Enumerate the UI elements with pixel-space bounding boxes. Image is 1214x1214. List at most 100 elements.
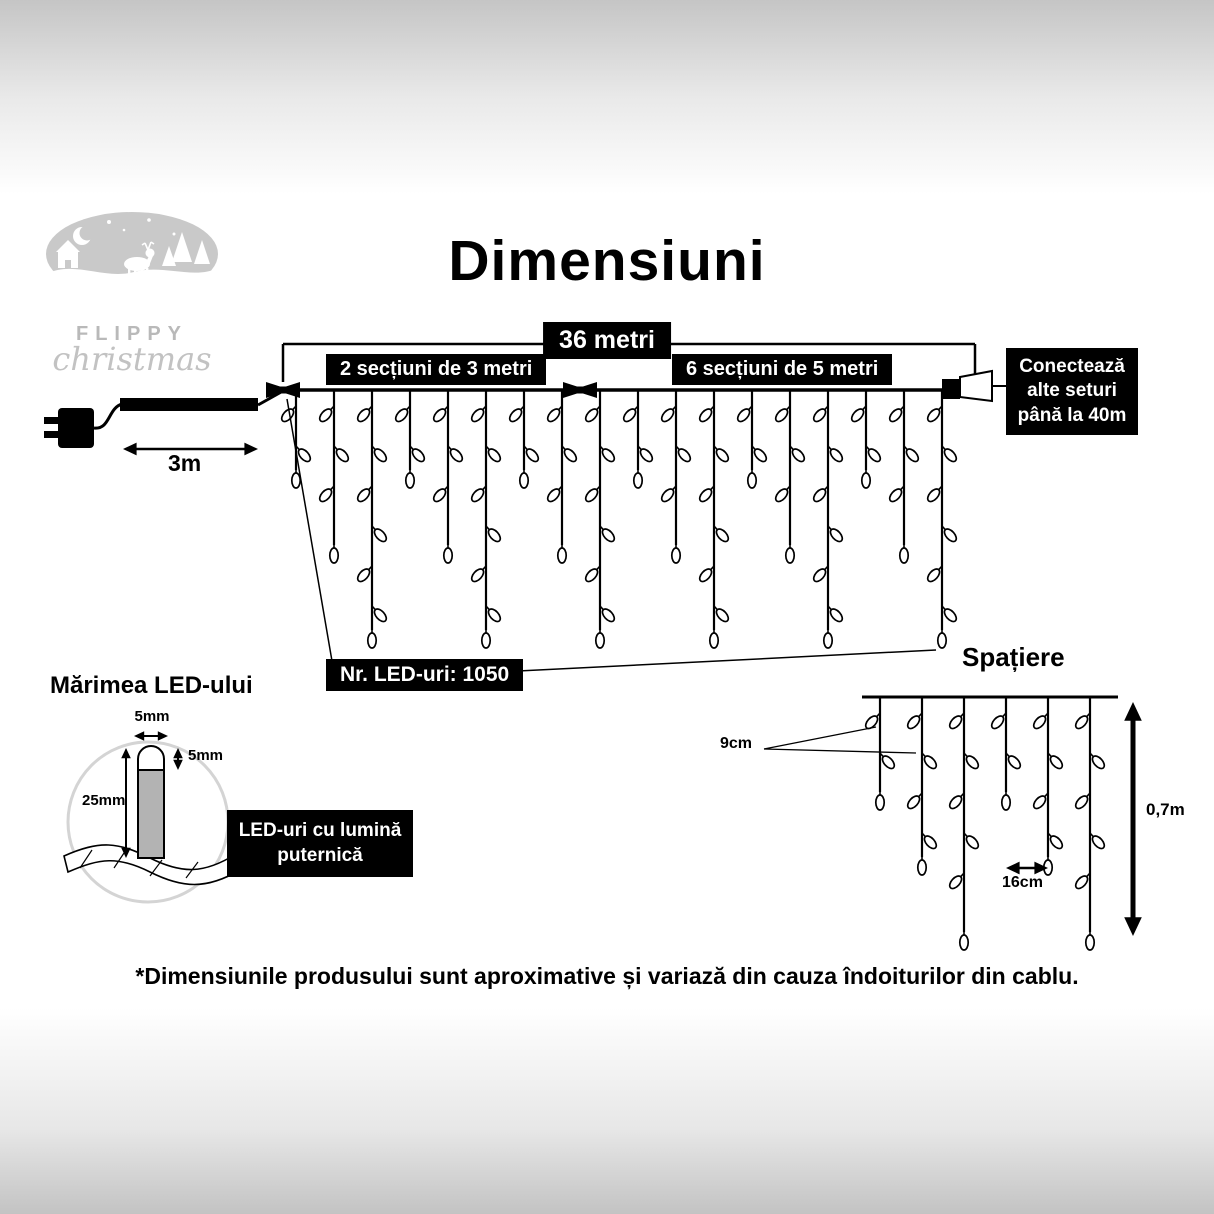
led-bulb bbox=[789, 445, 806, 463]
led-bulb bbox=[865, 445, 882, 463]
house-door bbox=[65, 260, 71, 268]
diagram-shape bbox=[508, 408, 523, 423]
page-title: Dimensiuni bbox=[448, 229, 766, 293]
led-bulb bbox=[518, 468, 530, 489]
diagram-shape bbox=[874, 794, 886, 811]
diagram-shape bbox=[556, 547, 568, 564]
diagram-shape bbox=[173, 759, 183, 770]
diagram-shape bbox=[1074, 875, 1089, 890]
diagram-shape bbox=[906, 715, 921, 730]
led-bulb bbox=[1032, 712, 1049, 730]
led-bulb bbox=[926, 485, 943, 503]
led-bulb bbox=[637, 445, 654, 463]
diagram-shape bbox=[280, 408, 295, 423]
led-bulb bbox=[290, 468, 302, 489]
led-bulb bbox=[470, 405, 487, 423]
led-bulb bbox=[958, 930, 970, 951]
led-bulb bbox=[432, 405, 449, 423]
section-right-label: 6 secțiuni de 5 metri bbox=[672, 354, 893, 385]
spacing-heading: Spațiere bbox=[962, 642, 1065, 672]
led-bulb bbox=[485, 605, 502, 623]
star-icon bbox=[147, 218, 151, 222]
led-bulb bbox=[409, 445, 426, 463]
diagram-shape bbox=[594, 632, 606, 649]
led-bulb bbox=[660, 405, 677, 423]
drop-gap-label: 16cm bbox=[1002, 874, 1043, 891]
diagram-shape bbox=[1084, 934, 1096, 951]
led-bulb bbox=[356, 485, 373, 503]
diagram-shape bbox=[470, 488, 485, 503]
led-bulb bbox=[827, 445, 844, 463]
house-roof bbox=[56, 240, 80, 252]
led-bulb bbox=[774, 485, 791, 503]
led-bulb bbox=[584, 405, 601, 423]
led-bulb bbox=[594, 628, 606, 649]
diagram-shape bbox=[829, 448, 844, 463]
led-bulb bbox=[941, 445, 958, 463]
led-bulb bbox=[447, 445, 464, 463]
diagram-shape bbox=[898, 547, 910, 564]
led-bulb bbox=[523, 445, 540, 463]
led-bulb bbox=[812, 405, 829, 423]
deer-neck bbox=[145, 254, 153, 266]
led-bulb bbox=[356, 405, 373, 423]
diagram-shape bbox=[373, 528, 388, 543]
diagram-shape bbox=[318, 408, 333, 423]
led-body-height-label: 25mm bbox=[82, 792, 126, 809]
diagram-shape bbox=[829, 528, 844, 543]
diagram-shape bbox=[698, 408, 713, 423]
diagram-shape bbox=[149, 859, 163, 877]
diagram-shape bbox=[480, 632, 492, 649]
led-bulb bbox=[941, 525, 958, 543]
led-bulb bbox=[784, 543, 796, 564]
led-bulb bbox=[906, 712, 923, 730]
led-bulb bbox=[822, 628, 834, 649]
led-bulb bbox=[879, 752, 896, 770]
diagram-shape bbox=[123, 442, 137, 456]
diagram-shape bbox=[905, 448, 920, 463]
diagram-shape bbox=[121, 748, 131, 759]
diagram-shape bbox=[965, 755, 980, 770]
plug-prong bbox=[44, 431, 60, 438]
led-body bbox=[137, 769, 165, 859]
diagram-shape bbox=[601, 528, 616, 543]
diagram-shape bbox=[948, 715, 963, 730]
diagram-shape bbox=[867, 448, 882, 463]
diagram-shape bbox=[525, 448, 540, 463]
diagram-shape bbox=[698, 568, 713, 583]
led-bulb bbox=[906, 792, 923, 810]
plug-prong bbox=[44, 417, 60, 424]
diagram-shape bbox=[356, 408, 371, 423]
diagram-shape bbox=[622, 408, 637, 423]
led-bulb bbox=[1074, 712, 1091, 730]
diagram-shape bbox=[286, 398, 333, 662]
led-bulb bbox=[990, 712, 1007, 730]
led-bulb bbox=[941, 605, 958, 623]
led-brightness-note: LED-uri cu lumină puternică bbox=[227, 810, 413, 878]
diagram-shape bbox=[394, 408, 409, 423]
led-bulb bbox=[660, 485, 677, 503]
led-bulb bbox=[508, 405, 525, 423]
diagram-shape bbox=[134, 731, 145, 741]
diagram-shape bbox=[784, 547, 796, 564]
led-bulb bbox=[921, 752, 938, 770]
diagram-shape bbox=[677, 448, 692, 463]
diagram-shape bbox=[715, 608, 730, 623]
lead-length-label: 3m bbox=[168, 450, 202, 476]
end-plug-male bbox=[942, 379, 960, 399]
led-bulb bbox=[1032, 792, 1049, 810]
diagram-shape bbox=[244, 442, 258, 456]
led-bulb bbox=[670, 543, 682, 564]
led-bulb bbox=[1005, 752, 1022, 770]
diagram-shape bbox=[822, 632, 834, 649]
brand-logo-scene bbox=[30, 200, 234, 312]
diagram-shape bbox=[432, 408, 447, 423]
diagram-shape bbox=[121, 847, 131, 858]
led-bulb bbox=[1047, 752, 1064, 770]
led-bulb bbox=[746, 468, 758, 489]
diagram-shape bbox=[763, 726, 877, 750]
diagram-shape bbox=[888, 408, 903, 423]
led-bulb bbox=[1084, 930, 1096, 951]
diagram-shape bbox=[1000, 794, 1012, 811]
led-bulb bbox=[546, 485, 563, 503]
